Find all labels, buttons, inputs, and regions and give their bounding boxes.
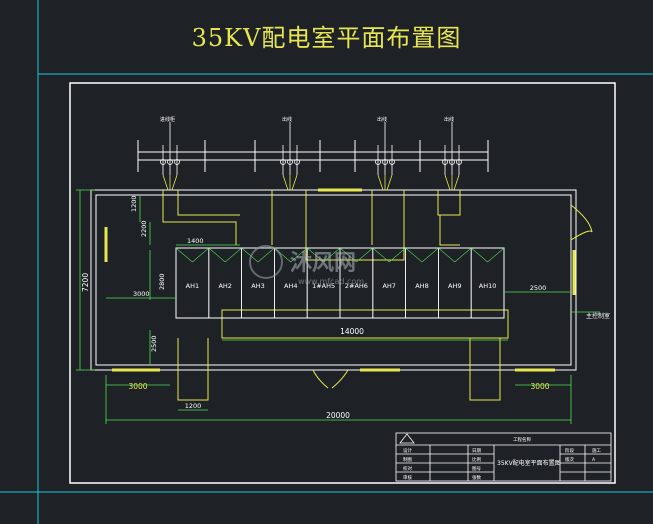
cabinet-label: AH9 <box>448 282 461 290</box>
feeder-group-2 <box>280 122 300 175</box>
feeder-label-1: 进线柜 <box>160 116 175 123</box>
cabinet-door-swing <box>372 247 406 263</box>
feeder-label-4: 出线 <box>444 116 454 123</box>
cable-trench <box>162 190 509 401</box>
cabinet-label: AH2 <box>218 282 231 290</box>
title-block <box>395 432 612 482</box>
dim-3000-left: 3000 <box>133 290 150 298</box>
dim-2800: 2800 <box>158 273 166 290</box>
doors <box>312 204 593 389</box>
tb-company: 工程名称 <box>513 436 531 443</box>
watermark-brand: 沐风网 <box>290 251 356 276</box>
feeder-labels: 进线柜 出线 出线 出线 <box>160 116 454 123</box>
cabinet-label: AH7 <box>382 282 395 290</box>
title-block-logo-icon <box>399 433 415 444</box>
cabinet-label: 1#AH5 <box>312 282 335 290</box>
cabinet-label: AH1 <box>186 282 199 290</box>
feeder-label-2: 出线 <box>282 116 292 123</box>
watermark-url: www.mfcad.com <box>298 277 364 286</box>
dim-1200-bottom: 1200 <box>185 402 202 410</box>
cabinet-door-swing <box>241 247 275 263</box>
drawing-title: 35KV配电室平面布置图 <box>191 24 462 52</box>
drawing-frame <box>69 82 616 484</box>
cabinet-door-swing <box>471 247 505 263</box>
cabinet-cell <box>470 247 505 319</box>
dim-1400: 1400 <box>187 237 204 245</box>
cabinet-door-swing <box>307 247 341 263</box>
dim-2500: 2500 <box>150 335 158 352</box>
cable-drops <box>162 174 460 191</box>
dimension-lines <box>76 189 600 424</box>
cabinet-door-swing <box>175 247 209 263</box>
feeder-group-1 <box>160 122 180 175</box>
cabinet-label: AH8 <box>415 282 428 290</box>
dim-2200: 2200 <box>140 220 148 237</box>
cabinet-label: AH10 <box>479 282 497 290</box>
cabinet-cells: AH1 AH2 AH3 AH4 1#AH5 2#AH6 AH7 AH8 AH9 AH10 <box>175 247 505 319</box>
watermark-logo-icon <box>249 245 283 279</box>
tb-value-right-2: A <box>592 457 596 463</box>
feeder-group-3 <box>375 122 395 175</box>
dimension-texts: 1200 2200 1400 2800 3000 2500 7200 14000… <box>81 195 610 420</box>
cabinet-label: 2#AH6 <box>345 282 368 290</box>
feeder-group-4 <box>442 122 462 175</box>
dim-1200-top: 1200 <box>130 195 138 212</box>
tb-row-right-1: 阶段 <box>565 447 574 454</box>
busbar-assembly <box>137 140 489 172</box>
dim-3000-bottom-left: 3000 <box>128 382 147 391</box>
tb-drawing-name: 35KV配电室平面布置图 <box>497 459 561 467</box>
title-block-texts: 工程名称 35KV配电室平面布置图 设计 制图 校对 审核 日期 比例 图号 张… <box>403 436 601 481</box>
tb-row-mid-4: 张数 <box>472 474 481 481</box>
tb-row-right-2: 版次 <box>565 456 574 463</box>
tb-row-left-2: 制图 <box>403 456 412 463</box>
cabinet-label: AH4 <box>284 282 297 290</box>
tb-row-left-4: 审核 <box>403 474 412 481</box>
dim-14000: 14000 <box>340 327 364 336</box>
dim-20000: 20000 <box>326 411 350 420</box>
windows <box>104 188 576 372</box>
dim-7200: 7200 <box>81 273 90 292</box>
tb-row-left-1: 设计 <box>403 447 412 454</box>
tb-row-mid-1: 日期 <box>472 448 481 454</box>
cabinet-door-swing <box>405 247 439 263</box>
cabinet-door-swing <box>438 247 472 263</box>
dim-3000-bottom-right: 3000 <box>530 382 549 391</box>
tb-value-right-1: 施工 <box>592 447 601 454</box>
cabinet-label: AH3 <box>251 282 264 290</box>
tb-row-mid-2: 比例 <box>472 456 481 463</box>
cabinet-door-swing <box>339 247 373 263</box>
dim-2500-right: 2500 <box>530 284 547 292</box>
tb-row-mid-3: 图号 <box>472 466 481 472</box>
watermark: 沐风网 www.mfcad.com <box>249 245 364 286</box>
feeder-label-3: 出线 <box>377 116 387 123</box>
side-label: 主控制室 <box>586 312 610 320</box>
tb-row-left-3: 校对 <box>403 465 412 472</box>
cabinet-door-swing <box>208 247 242 263</box>
